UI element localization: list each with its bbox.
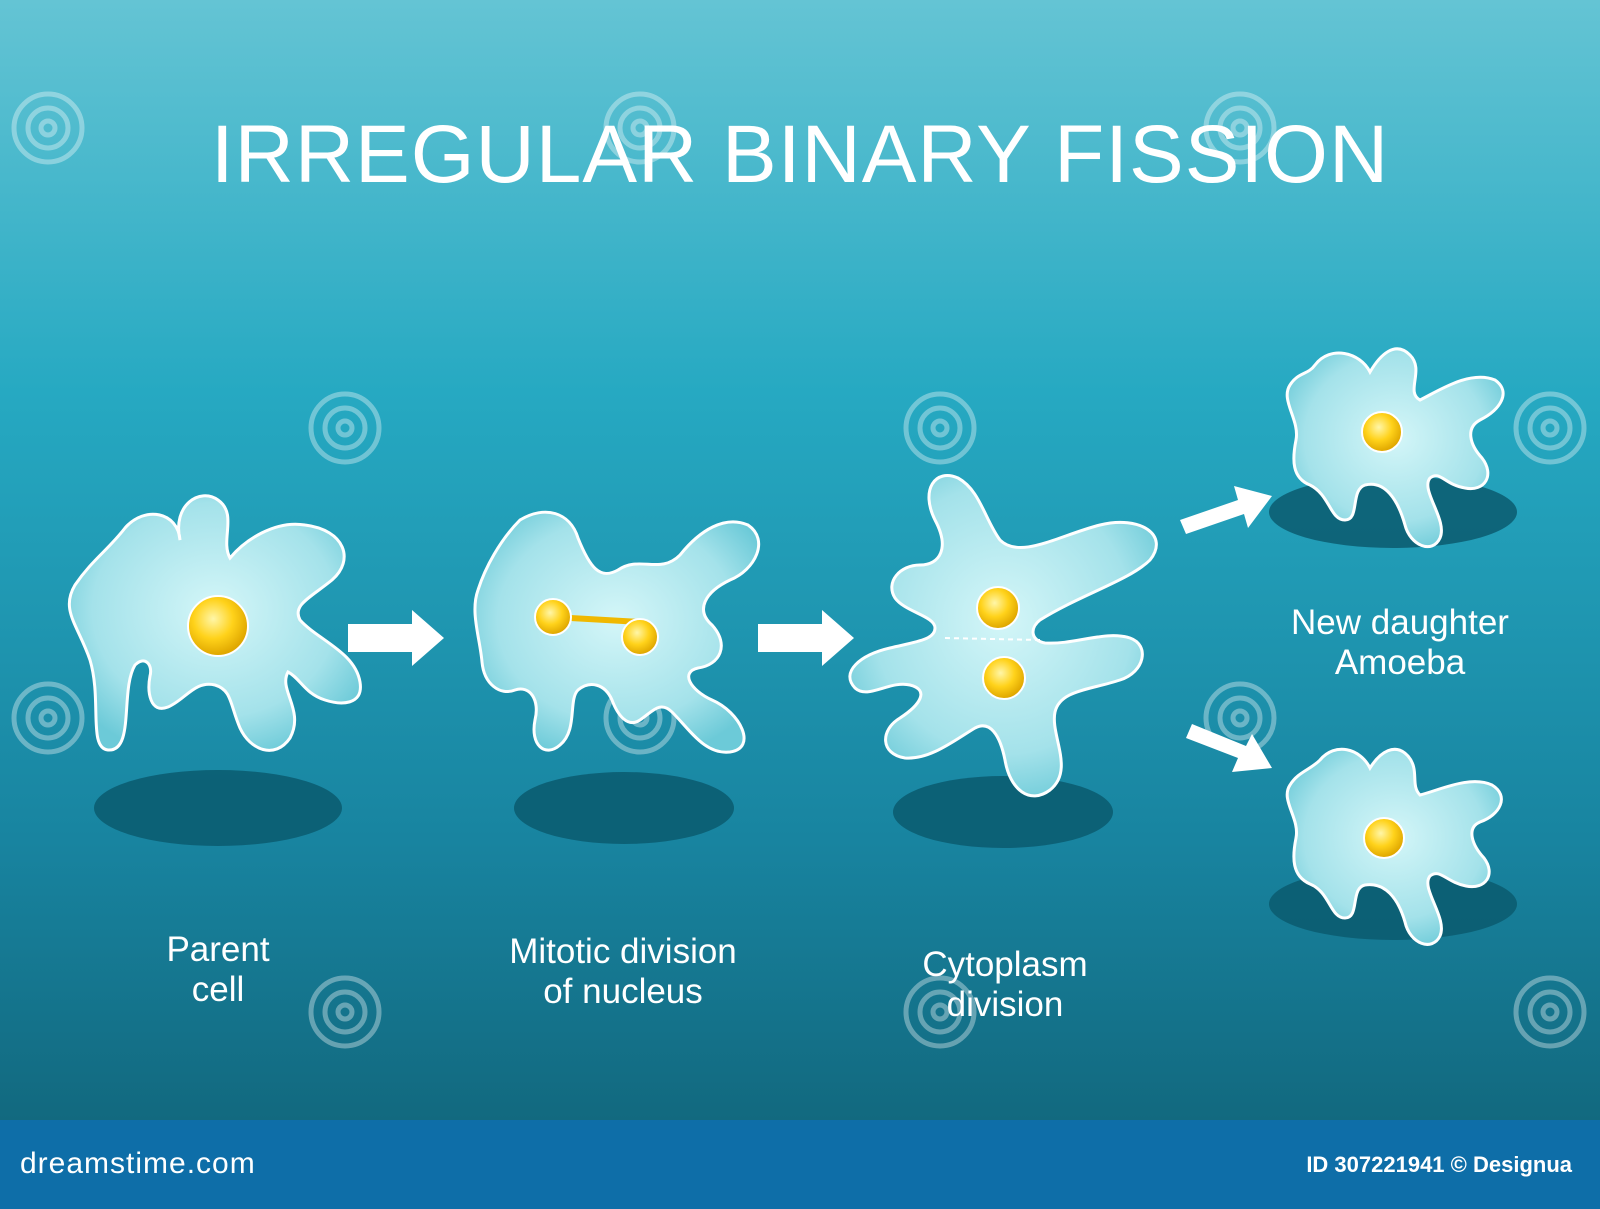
swirl-watermark-icon [1513,975,1587,1049]
daughter-amoeba-bottom [1285,747,1503,946]
swirl-watermark-icon [308,975,382,1049]
dividing-nucleus-left [534,598,572,636]
swirl-watermark-icon [11,91,85,165]
mitotic-cell [473,510,761,754]
parent-cell-shadow [94,770,342,846]
daughter-amoeba-top [1285,347,1505,549]
swirl-watermark-icon [308,391,382,465]
nucleus [1363,817,1405,859]
label-line-1: New daughter [1291,603,1509,642]
label-line-2: of nucleus [543,972,703,1011]
label-new-daughter: New daughter Amoeba [1250,603,1550,683]
label-parent-cell: Parent cell [118,930,318,1010]
arrow-right-icon [348,610,444,666]
diagram-title: IRREGULAR BINARY FISSION [210,109,1390,200]
nucleus [1361,411,1403,453]
swirl-watermark-icon [603,91,677,165]
swirl-watermark-icon [903,975,977,1049]
footer-brand: dreamstime.com [20,1147,256,1180]
label-line-2: Amoeba [1334,643,1466,682]
cytoplasm-cell [848,474,1158,798]
label-line-2: division [946,985,1064,1024]
dividing-nucleus-right [621,618,659,656]
parent-cell [67,494,362,752]
label-mitotic-division: Mitotic division of nucleus [470,932,776,1012]
label-line-2: cell [191,970,245,1009]
swirl-watermark-icon [11,681,85,755]
arrow-right-icon [758,610,854,666]
swirl-watermark-icon [1203,91,1277,165]
daughter-nucleus-upper [976,586,1020,630]
cytoplasm-cell-shadow [893,776,1113,848]
arrow-down-right-icon [1186,724,1272,772]
watermark-layer [11,91,1587,1049]
cleavage-line [944,637,1041,641]
diagram-canvas [0,0,1600,1120]
label-line-1: Cytoplasm [922,945,1088,984]
daughter-nucleus-lower [982,656,1026,700]
footer-bar [0,1120,1600,1209]
swirl-watermark-icon [1513,391,1587,465]
label-cytoplasm-division: Cytoplasm division [880,945,1130,1025]
label-line-1: Parent [166,930,270,969]
swirl-watermark-icon [903,391,977,465]
arrow-up-right-icon [1180,486,1272,534]
nucleus [187,595,249,657]
mitotic-cell-shadow [514,772,734,844]
label-line-1: Mitotic division [509,932,737,971]
footer-credit: ID 307221941 © Designua [1306,1152,1572,1177]
